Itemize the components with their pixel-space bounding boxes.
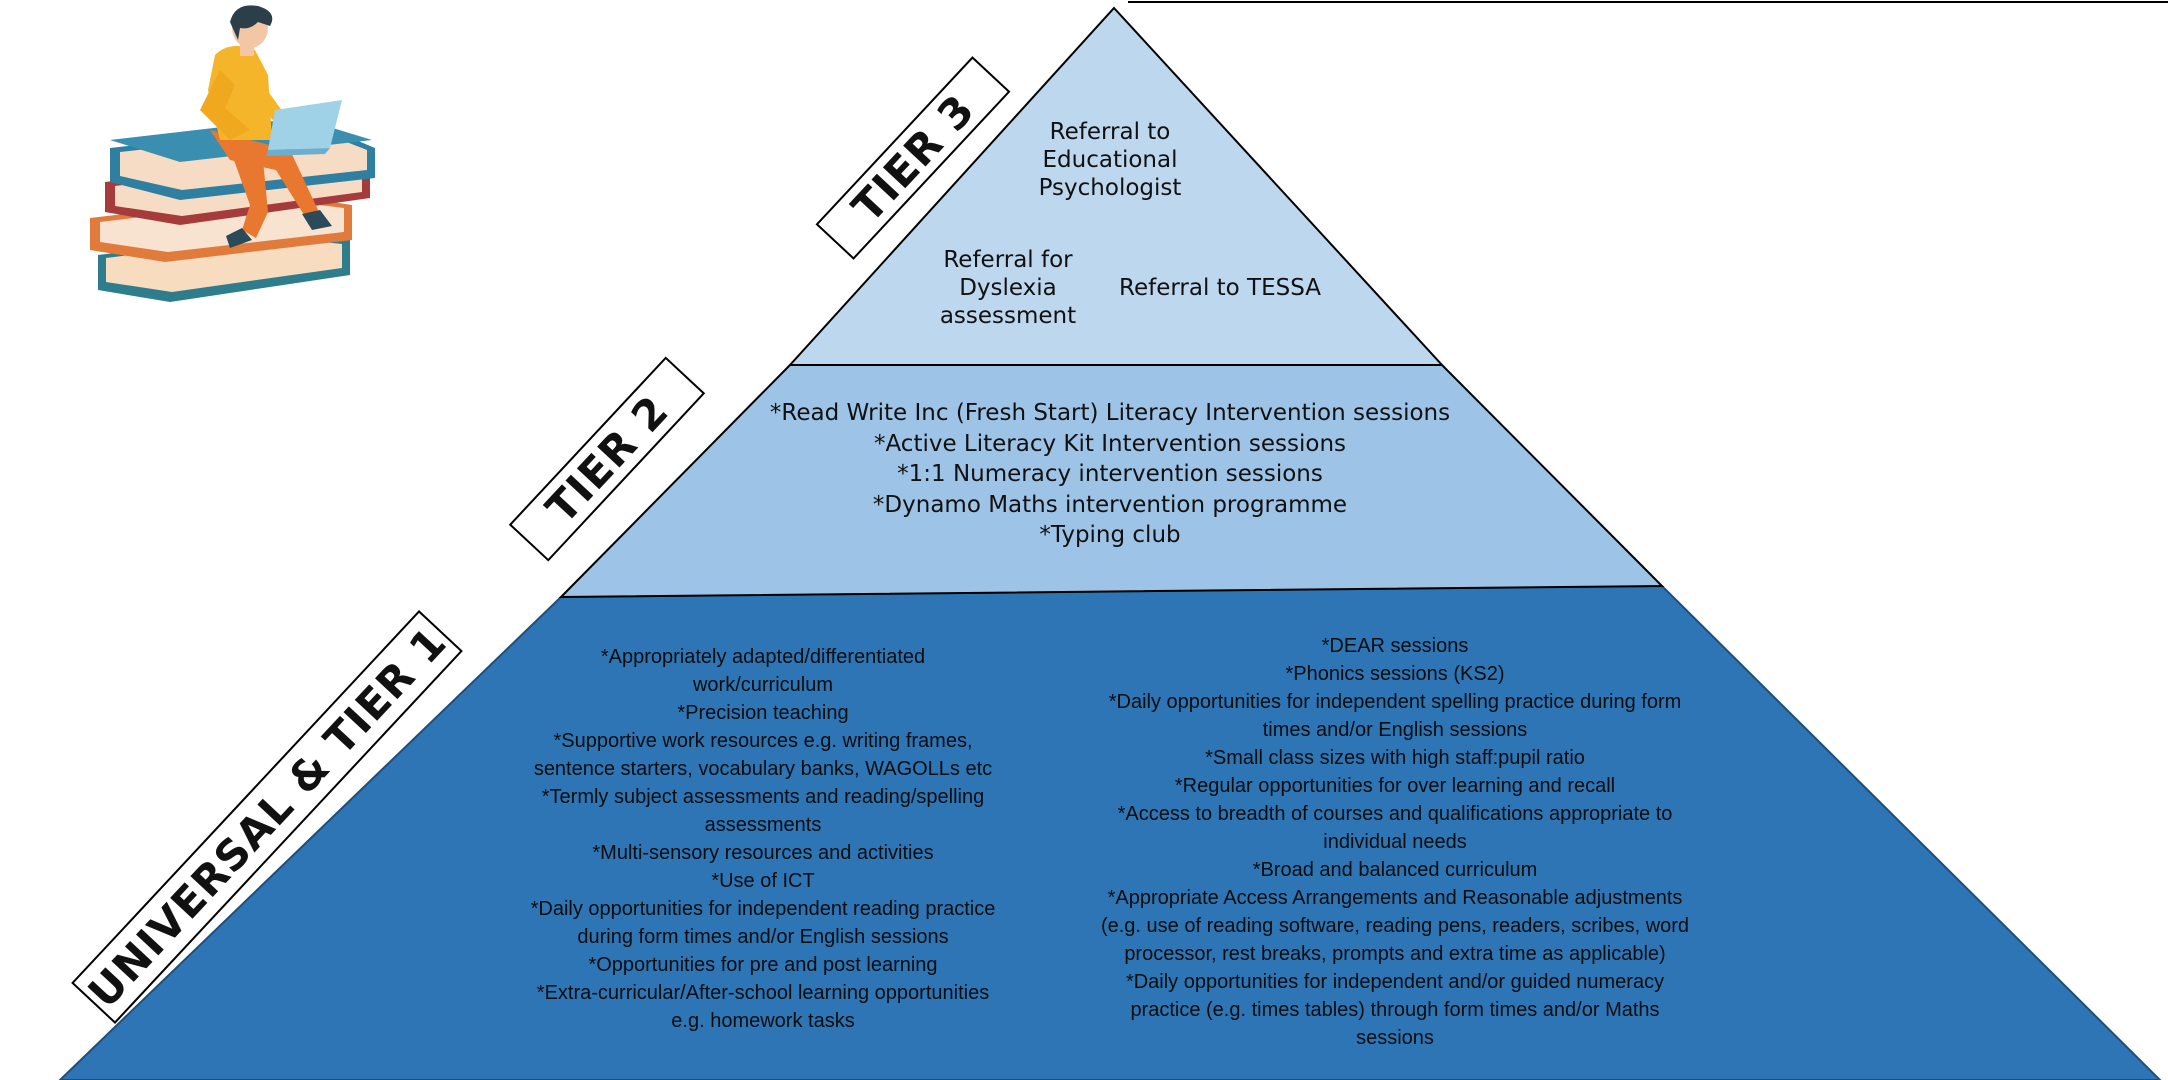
tier3-tessa-referral: Referral to TESSA [1119, 275, 1321, 301]
list-item: *Active Literacy Kit Intervention sessio… [873, 430, 1347, 457]
tier1-left-list: *Appropriately adapted/differentiated wo… [530, 646, 996, 1032]
list-item: *1:1 Numeracy intervention sessions [897, 461, 1323, 488]
list-item: *Typing club [1039, 522, 1181, 549]
person-reading-on-books-icon [90, 5, 375, 302]
tier3-psychologist-referral: Referral to Educational Psychologist [1038, 119, 1182, 201]
person-icon [200, 5, 342, 248]
tier3-dyslexia-referral: Referral for Dyslexia assessment [939, 247, 1077, 329]
tier3-band [787, 6, 1445, 366]
tier2-list: *Read Write Inc (Fresh Start) Literacy I… [760, 398, 1460, 551]
list-item: *Dynamo Maths intervention programme [872, 491, 1348, 518]
tier1-right-list: *DEAR sessions *Phonics sessions (KS2) *… [1100, 635, 1690, 1049]
list-item: *Read Write Inc (Fresh Start) Literacy I… [769, 400, 1451, 426]
